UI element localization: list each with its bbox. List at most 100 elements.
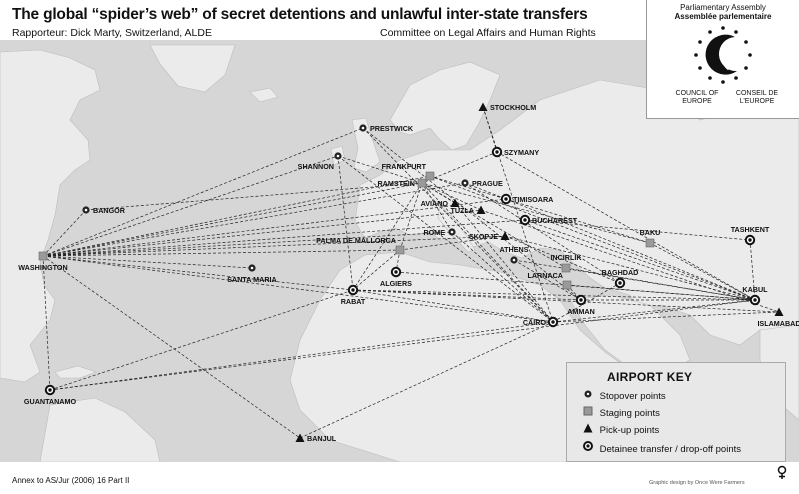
route-washington-rabat	[42, 255, 354, 291]
marker-timisoara	[500, 193, 512, 205]
land-masses	[0, 44, 799, 462]
marker-guantanamo	[44, 384, 56, 396]
marker-amman	[575, 294, 587, 306]
marker-prague	[461, 179, 469, 187]
route-washington-banjul	[42, 255, 301, 439]
marker-bucharest	[519, 214, 531, 226]
route-tuzla-islamabad	[480, 209, 780, 313]
marker-prestwick	[359, 124, 367, 132]
stopover-point-icon	[579, 389, 597, 402]
route-prague-baghdad	[464, 182, 621, 284]
route-shannon-cairo	[337, 155, 554, 323]
marker-baghdad	[614, 277, 626, 289]
key-row-transfer: Detainee transfer / drop-off points	[579, 440, 741, 455]
marker-washington	[38, 251, 48, 261]
rapporteur-line: Rapporteur: Dick Marty, Switzerland, ALD…	[12, 27, 212, 39]
label-algiers: ALGIERS	[380, 279, 412, 288]
route-athens-kabul	[513, 259, 756, 301]
label-palma-de-mallorca: PALMA DE MALLORCA	[316, 236, 396, 245]
caribbean-land	[54, 365, 97, 379]
route-ramstein-cairo	[421, 182, 554, 323]
label-shannon: SHANNON	[298, 162, 334, 171]
marker-islamabad	[774, 307, 784, 316]
label-kabul: KABUL	[742, 285, 768, 294]
label-frankfurt: FRANKFURT	[382, 162, 427, 171]
label-tuzla: TUZLA	[450, 206, 474, 215]
label-guantanamo: GUANTANAMO	[24, 397, 77, 406]
north-america-land	[0, 49, 101, 383]
marker-rome	[448, 228, 456, 236]
route-washington-prague	[42, 182, 466, 257]
key-label-transfer: Detainee transfer / drop-off points	[599, 444, 741, 455]
route-szymany-kabul	[496, 151, 756, 301]
label-baghdad: BAGHDAD	[602, 268, 639, 277]
key-label-stopover: Stopover points	[599, 391, 666, 402]
key-label-staging: Staging points	[599, 408, 660, 419]
route-stockholm-cairo	[482, 106, 554, 323]
eurasia-land	[354, 79, 799, 346]
route-cairo-kabul	[552, 299, 756, 323]
route-prague-timisoara	[464, 182, 507, 200]
route-washington-cairo	[42, 255, 554, 323]
route-incirlik-kabul	[565, 267, 756, 301]
coe-emblem-icon	[694, 26, 752, 84]
route-skopje-kabul	[504, 235, 756, 301]
label-incirlik: INCIRLIK	[550, 253, 582, 262]
route-tashkent-kabul	[749, 239, 756, 301]
logo-line-english: Parliamentary Assembly	[680, 3, 766, 12]
route-washington-santa-maria	[42, 255, 253, 269]
staging-point-icon	[579, 406, 597, 419]
route-washington-bangor	[42, 209, 87, 257]
route-skopje-baghdad	[504, 235, 621, 284]
label-athens: ATHENS	[499, 245, 528, 254]
route-guantanamo-cairo	[49, 321, 554, 391]
greenland-land	[149, 44, 236, 93]
marker-athens	[510, 256, 518, 264]
route-stockholm-szymany	[482, 106, 498, 153]
south-america-land	[39, 397, 161, 462]
route-cairo-islamabad	[552, 311, 780, 323]
label-baku: BAKU	[640, 228, 661, 237]
label-santa-maria: SANTA MARIA	[227, 275, 277, 284]
marker-algiers	[390, 266, 402, 278]
route-shannon-rabat	[337, 155, 354, 291]
route-washington-ramstein	[42, 182, 423, 257]
council-of-europe-logo: Parliamentary Assembly Assemblée parleme…	[646, 0, 799, 119]
marker-rabat	[347, 284, 359, 296]
route-bucharest-tashkent	[524, 219, 751, 241]
label-skopje: SKOPJE	[469, 232, 498, 241]
route-frankfurt-kabul	[429, 175, 756, 301]
route-cairo-baghdad	[552, 282, 621, 323]
transfer-point-icon	[579, 440, 597, 455]
route-prestwick-amman	[362, 127, 582, 301]
route-palma-de-mallorca-skopje	[399, 235, 506, 251]
marker-kabul	[749, 294, 761, 306]
italy-land	[437, 204, 476, 253]
label-tashkent: TASHKENT	[731, 225, 770, 234]
marker-tashkent	[744, 234, 756, 246]
route-szymany-ramstein	[421, 151, 498, 184]
route-washington-timisoara	[42, 198, 507, 257]
label-bangor: BANGOR	[93, 206, 126, 215]
route-rabat-amman	[352, 289, 582, 301]
route-aviano-ramstein	[421, 182, 456, 204]
label-szymany: SZYMANY	[504, 148, 539, 157]
committee-line: Committee on Legal Affairs and Human Rig…	[380, 27, 596, 39]
route-rabat-islamabad	[352, 289, 780, 313]
route-washington-bucharest	[42, 219, 526, 257]
route-palma-de-mallorca-ramstein	[399, 182, 423, 251]
route-washington-prestwick	[42, 127, 364, 257]
route-washington-frankfurt	[42, 175, 431, 257]
marker-tuzla	[476, 205, 486, 214]
route-washington-shannon	[42, 155, 339, 257]
iceland-land	[249, 87, 279, 103]
marker-larnaca	[562, 280, 572, 290]
route-banjul-cairo	[299, 321, 554, 439]
logo-conseil-de-l-europe: CONSEIL DE L’EUROPE	[735, 90, 779, 105]
route-ramstein-rabat	[352, 182, 423, 291]
route-rabat-kabul	[352, 289, 756, 301]
route-washington-skopje	[42, 235, 506, 257]
design-credit: Graphic design by Once Were Farmers	[649, 480, 745, 486]
key-row-pickup: Pick-up points	[579, 423, 659, 436]
route-washington-rome	[42, 231, 453, 257]
